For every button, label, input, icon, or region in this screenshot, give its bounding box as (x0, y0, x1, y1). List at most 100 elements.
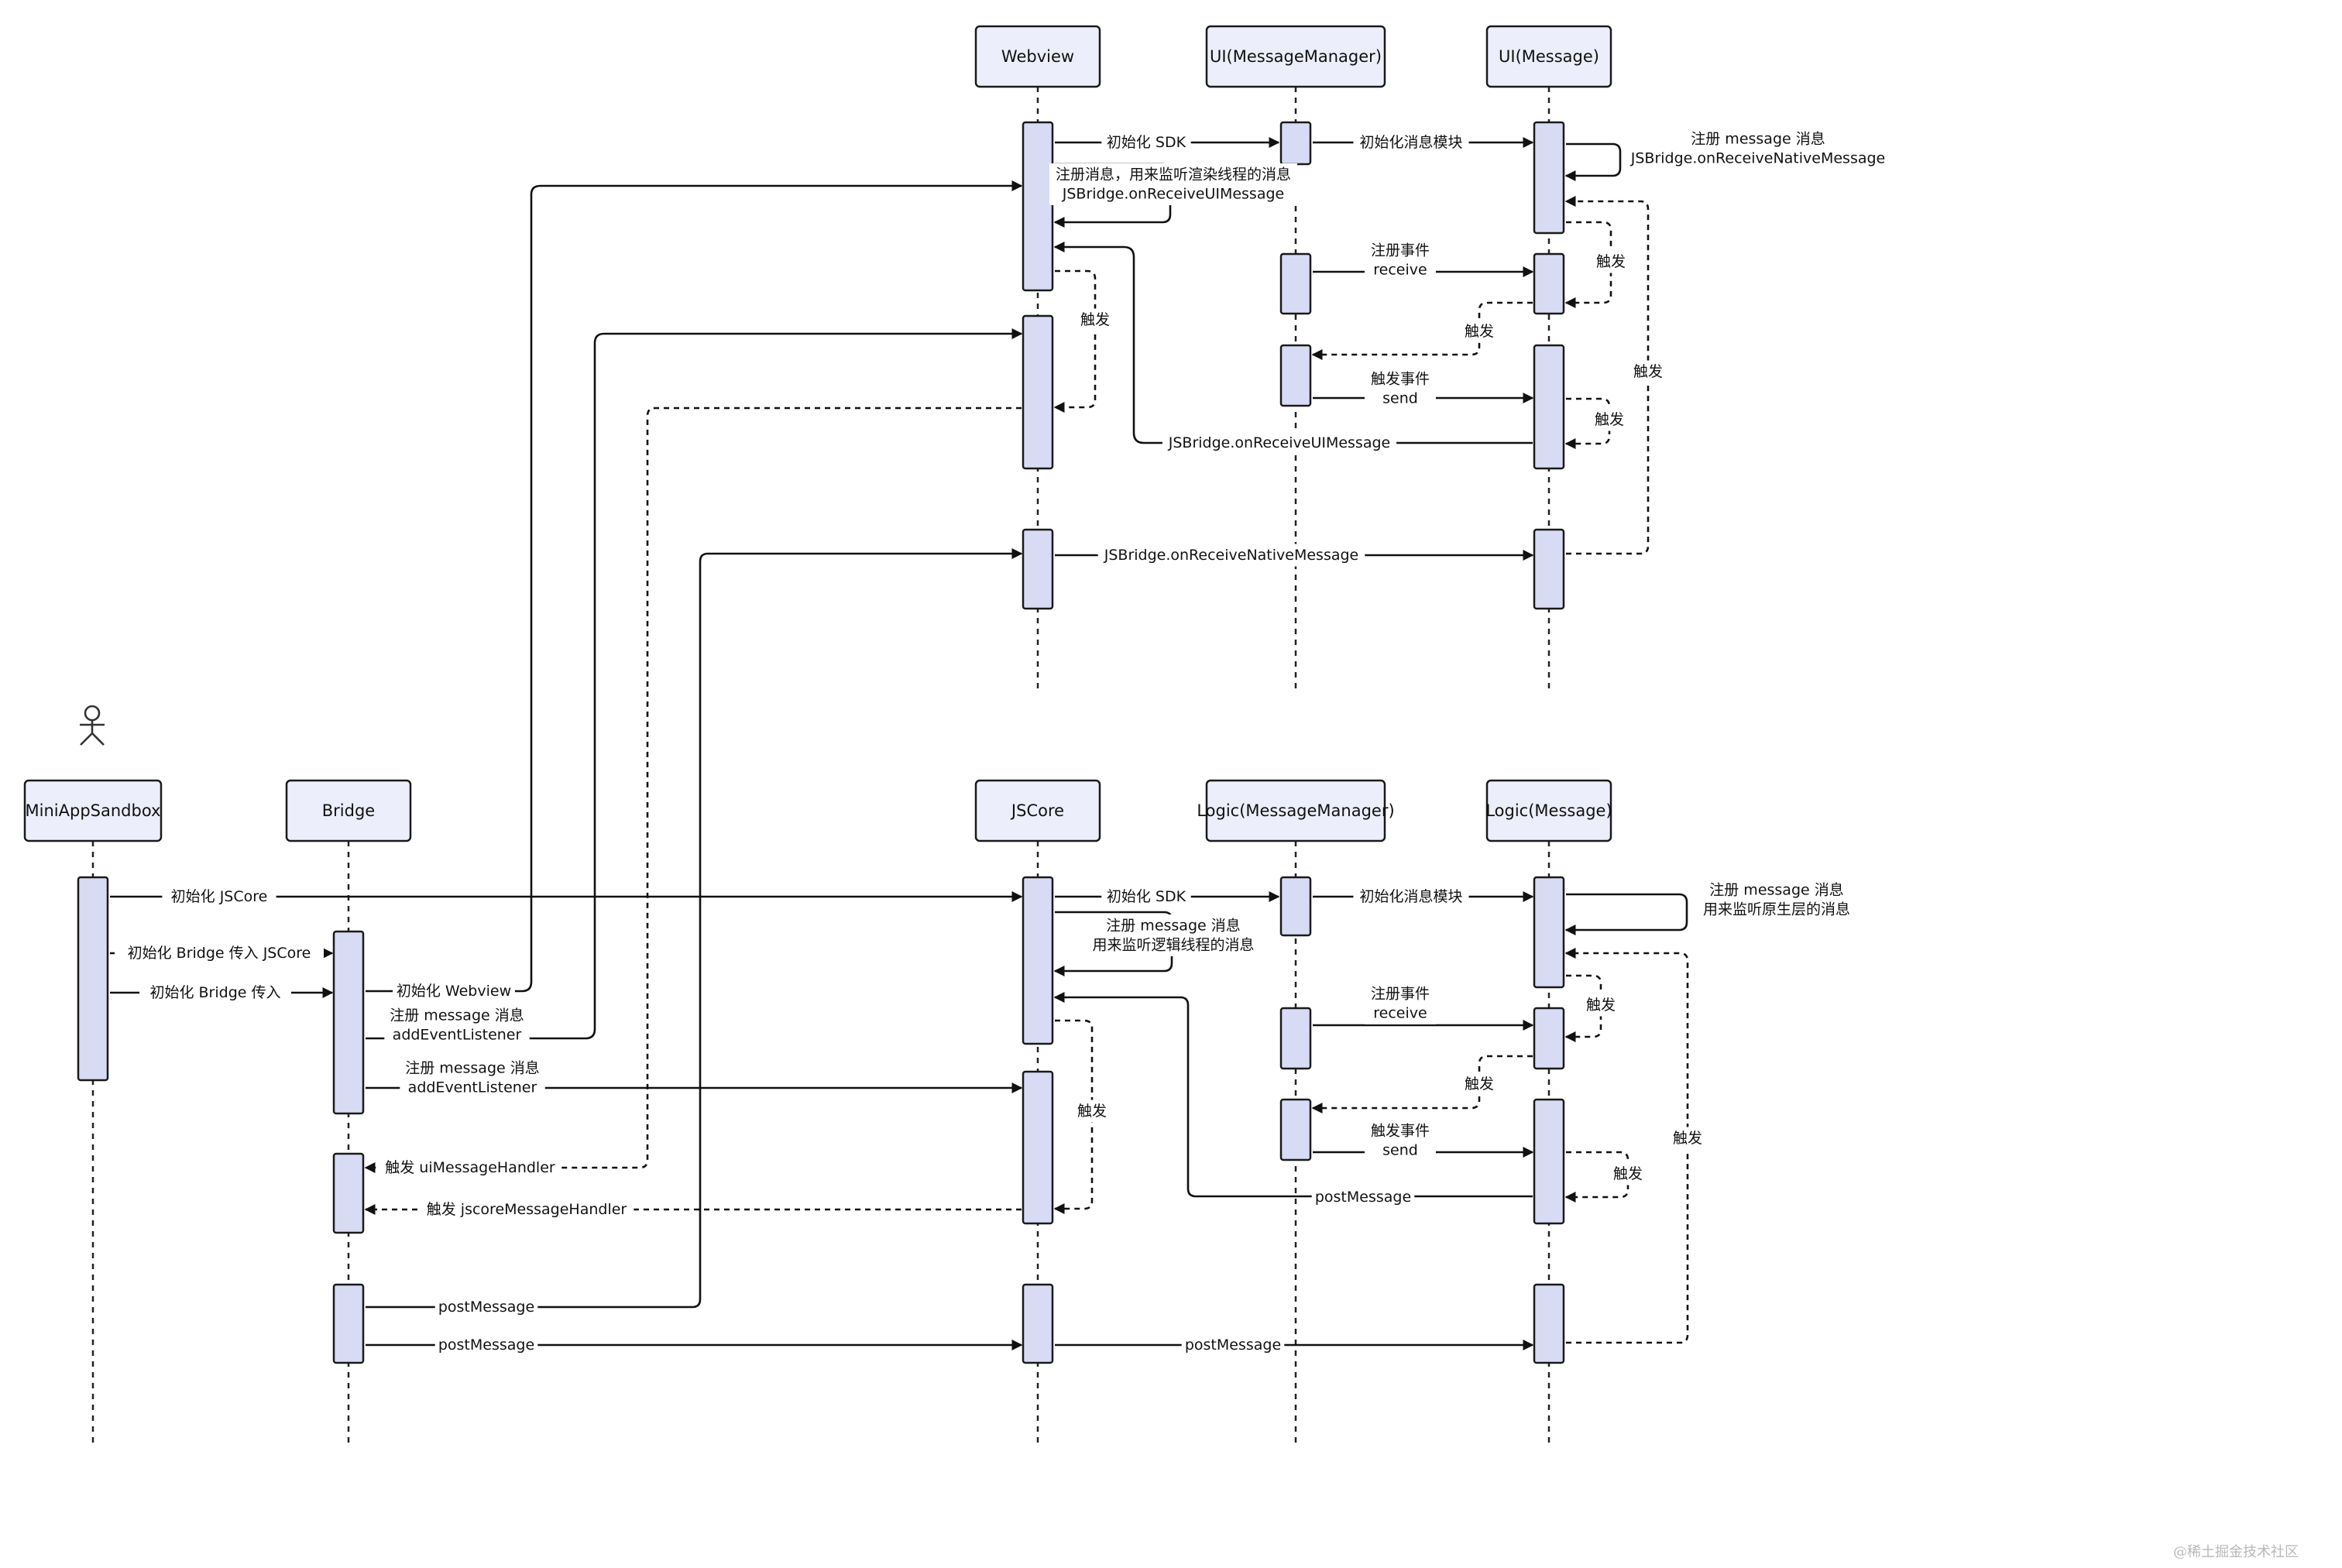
message-label-bg (1697, 879, 1856, 921)
message-label-n13: 用来监听原生层的消息 (1703, 901, 1850, 918)
participant-ui_msg (1485, 25, 1612, 88)
message-label-n18: 触发 (1077, 1103, 1107, 1120)
message-label-bg (384, 1004, 530, 1046)
participant-jscore (974, 779, 1101, 842)
participant-label-jscore: JSCore (1010, 801, 1064, 820)
message-arrow-m7 (1311, 301, 1533, 360)
message-label-m4: JSBridge.onReceiveUIMessage (1062, 186, 1284, 203)
message-label-bg (139, 981, 291, 1004)
participant-label-webview: Webview (1001, 47, 1074, 66)
participant-label-ui_mm: UI(MessageManager) (1210, 47, 1382, 66)
activation-logic_msg-23 (1533, 1283, 1565, 1364)
activation-ui_msg-8 (1533, 344, 1565, 470)
message-label-n1: 初始化 JSCore (171, 888, 268, 905)
message-label-m11: JSBridge.onReceiveUIMessage (1168, 434, 1390, 451)
participant-label-logic_msg: Logic(Message) (1485, 801, 1612, 820)
message-label-bg (1627, 360, 1669, 383)
message-arrow-n7 (364, 407, 1022, 1173)
message-label-m5: 注册事件 (1371, 242, 1430, 259)
message-label-bg (1458, 1072, 1500, 1096)
message-label-n6: 注册 message 消息 (405, 1060, 539, 1077)
participant-label-ui_msg: UI(Message) (1499, 47, 1599, 66)
message-label-n5: 注册 message 消息 (390, 1007, 524, 1024)
message-label-bg (1101, 131, 1191, 154)
message-label-m3: JSBridge.onReceiveNativeMessage (1630, 150, 1885, 167)
message-label-n17: 触发 (1465, 1076, 1494, 1093)
activation-logic_msg-22 (1533, 1098, 1565, 1225)
message-label-m8: 触发 (1080, 311, 1110, 328)
activation-webview-0 (1022, 121, 1054, 292)
message-label-bg (379, 1156, 561, 1179)
message-label-n15: receive (1373, 1005, 1427, 1022)
message-label-n19: send (1382, 1142, 1418, 1159)
activation-logic_msg-21 (1533, 1007, 1565, 1070)
activation-jscore-16 (1022, 1283, 1054, 1364)
message-label-bg (434, 1295, 538, 1319)
message-label-n6: addEventListener (408, 1079, 537, 1096)
message-label-bg (400, 1057, 545, 1099)
message-label-bg (1353, 885, 1469, 908)
message-arrow-n9 (366, 548, 1023, 1309)
message-label-bg (1667, 1127, 1708, 1150)
activation-jscore-15 (1022, 1070, 1054, 1225)
message-label-m6: 触发 (1596, 253, 1626, 270)
message-arrow-n13 (1564, 893, 1688, 935)
message-label-n13: 注册 message 消息 (1709, 882, 1843, 899)
message-label-n19: 触发事件 (1371, 1123, 1430, 1140)
message-label-n23: postMessage (1185, 1336, 1281, 1354)
message-label-bg (1365, 368, 1436, 410)
participant-webview (974, 25, 1101, 88)
activation-logic_msg-20 (1533, 876, 1565, 989)
message-label-m10: 触发 (1595, 411, 1624, 428)
message-label-bg (115, 942, 324, 965)
message-label-bg (1588, 408, 1630, 431)
message-label-bg (1365, 983, 1436, 1024)
message-label-m13: JSBridge.onReceiveNativeMessage (1104, 547, 1358, 564)
message-label-n2: 初始化 Bridge 传入 JSCore (128, 945, 311, 962)
message-label-m9: send (1382, 390, 1418, 407)
message-label-m12: 触发 (1633, 363, 1663, 380)
message-label-bg (1580, 993, 1622, 1017)
message-label-m3: 注册 message 消息 (1691, 131, 1825, 148)
message-label-bg (1097, 544, 1365, 567)
message-label-bg (1607, 1162, 1649, 1185)
message-label-n12: 初始化消息模块 (1359, 888, 1462, 905)
message-label-n15: 注册事件 (1371, 986, 1430, 1003)
activation-ui_mm-4 (1279, 252, 1312, 315)
message-label-bg (1458, 320, 1500, 343)
message-label-n11: 初始化 SDK (1107, 888, 1186, 905)
activation-bridge-12 (332, 1152, 365, 1234)
message-arrow-m3 (1564, 142, 1622, 181)
message-arrow-n18 (1053, 1019, 1094, 1214)
message-label-m4: 注册消息，用来监听渲染线程的消息 (1056, 166, 1291, 184)
activation-logic_mm-17 (1279, 876, 1312, 937)
message-label-bg (1624, 128, 1892, 170)
message-label-n3: 初始化 Bridge 传入 (149, 984, 280, 1001)
message-label-bg (419, 1198, 634, 1221)
message-arrow-m8 (1053, 269, 1097, 413)
activation-bridge-11 (332, 930, 365, 1115)
participant-label-logic_mm: Logic(MessageManager) (1197, 801, 1394, 820)
message-label-bg (162, 885, 276, 908)
activation-ui_mm-3 (1279, 121, 1312, 166)
activation-ui_msg-6 (1533, 121, 1565, 235)
message-label-bg (1311, 1185, 1415, 1209)
actor-icon (80, 705, 105, 746)
message-arrow-m11 (1053, 242, 1533, 444)
activation-ui_msg-7 (1533, 252, 1565, 315)
message-label-n8: 触发 jscoreMessageHandler (427, 1201, 627, 1218)
message-arrow-n17 (1311, 1055, 1533, 1113)
participant-label-bridge: Bridge (322, 801, 375, 820)
participant-ui_mm (1205, 25, 1386, 88)
message-label-m7: 触发 (1465, 323, 1494, 340)
watermark: @稀土掘金技术社区 (2173, 1544, 2299, 1560)
message-label-bg (1074, 308, 1116, 331)
activation-logic_mm-19 (1279, 1098, 1312, 1161)
message-label-bg (1590, 250, 1632, 273)
message-label-n22: 触发 (1673, 1130, 1702, 1147)
message-label-bg (434, 1333, 538, 1357)
activation-sandbox-10 (77, 876, 109, 1082)
message-arrow-n5 (366, 328, 1023, 1040)
message-arrow-n4 (366, 180, 1023, 993)
